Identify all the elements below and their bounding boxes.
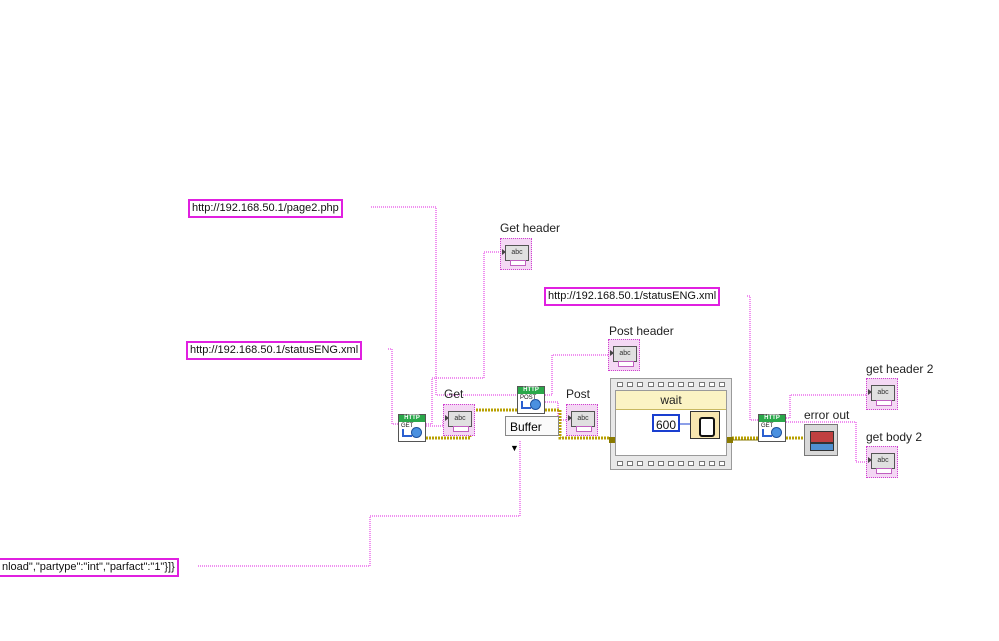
buffer-label: Buffer bbox=[510, 420, 542, 434]
get-method-label: GET bbox=[401, 423, 414, 429]
http-header-badge: HTTP bbox=[399, 415, 425, 422]
error-wire-2 bbox=[545, 408, 610, 440]
error-out-indicator[interactable] bbox=[804, 424, 838, 456]
tunnel-right bbox=[727, 437, 733, 443]
get-header-2-label: get header 2 bbox=[866, 362, 934, 376]
wire-post-header bbox=[545, 354, 608, 396]
post-header-indicator[interactable]: abc bbox=[608, 339, 640, 371]
get-body-2-indicator[interactable]: abc bbox=[866, 446, 898, 478]
film-strip-top bbox=[617, 382, 725, 387]
http-get-vi[interactable]: HTTP GET bbox=[398, 414, 426, 442]
url-status-constant-1[interactable]: http://192.168.50.1/statusENG.xml bbox=[186, 341, 363, 360]
clock-icon bbox=[699, 417, 715, 437]
tunnel-left bbox=[609, 437, 615, 443]
get-body-2-label: get body 2 bbox=[866, 430, 923, 444]
arrow-icon bbox=[402, 429, 412, 437]
error-code-icon bbox=[810, 443, 834, 451]
wire-get-header-2 bbox=[786, 394, 866, 419]
get-header-2-indicator[interactable]: abc bbox=[866, 378, 898, 410]
abc-icon: abc bbox=[871, 385, 895, 401]
wire-get-header bbox=[426, 251, 500, 425]
http-header-badge: HTTP bbox=[518, 387, 544, 394]
wire-url-status-2 bbox=[747, 295, 758, 421]
get-header-label: Get header bbox=[500, 221, 561, 235]
abc-icon: abc bbox=[571, 411, 595, 427]
globe-icon bbox=[530, 399, 541, 410]
wait-wire bbox=[680, 423, 690, 425]
http-get-vi-2[interactable]: HTTP GET bbox=[758, 414, 786, 442]
error-out-label: error out bbox=[804, 408, 850, 422]
arrow-icon bbox=[762, 429, 772, 437]
json-body-constant[interactable]: nload","partype":"int","parfact":"1"}]} bbox=[0, 558, 179, 577]
http-post-vi[interactable]: HTTP POST bbox=[517, 386, 545, 414]
wire-json-body bbox=[198, 440, 521, 567]
wire-url-page2 bbox=[371, 206, 518, 396]
get-header-indicator[interactable]: abc bbox=[500, 238, 532, 270]
url-page2-constant[interactable]: http://192.168.50.1/page2.php bbox=[188, 199, 343, 218]
abc-icon: abc bbox=[613, 346, 637, 362]
post-body-indicator[interactable]: abc bbox=[566, 404, 598, 436]
get-body-indicator[interactable]: abc bbox=[443, 404, 475, 436]
film-strip-bottom bbox=[617, 461, 725, 466]
abc-icon: abc bbox=[505, 245, 529, 261]
url-status-constant-2[interactable]: http://192.168.50.1/statusENG.xml bbox=[544, 287, 721, 306]
get-method-label: GET bbox=[761, 423, 774, 429]
buffer-ring-constant[interactable]: Buffer ▼ bbox=[505, 416, 559, 453]
post-method-label: POST bbox=[520, 395, 537, 401]
wire-get-body-2 bbox=[786, 421, 866, 463]
abc-icon: abc bbox=[448, 411, 472, 427]
globe-icon bbox=[411, 427, 422, 438]
arrow-icon bbox=[521, 401, 531, 409]
wait-label: wait bbox=[616, 391, 726, 410]
wait-ms-vi[interactable] bbox=[690, 411, 720, 439]
http-header-badge: HTTP bbox=[759, 415, 785, 422]
abc-icon: abc bbox=[871, 453, 895, 469]
wait-ms-constant[interactable]: 600 bbox=[652, 414, 680, 432]
get-label: Get bbox=[444, 387, 464, 401]
wire-get-body bbox=[426, 420, 444, 427]
error-cluster-icon bbox=[810, 431, 834, 443]
post-label: Post bbox=[566, 387, 591, 401]
wire-url-status bbox=[388, 348, 399, 425]
sequence-frame[interactable]: wait 600 bbox=[609, 378, 733, 470]
globe-icon bbox=[771, 427, 782, 438]
sequence-pane: wait 600 bbox=[615, 390, 727, 456]
post-header-label: Post header bbox=[609, 324, 674, 338]
dropdown-arrow-icon: ▼ bbox=[510, 443, 519, 453]
